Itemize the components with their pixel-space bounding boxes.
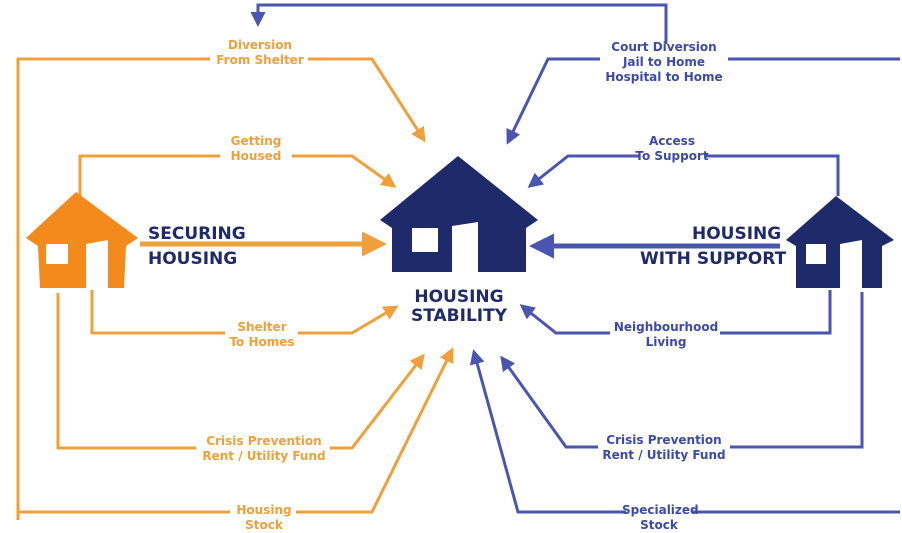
housing-with-support-heading-line1: HOUSING (692, 224, 782, 244)
connector-top-return (250, 3, 668, 44)
connector-neighbourhood-arrow (519, 304, 610, 335)
securing-housing-heading-line2: HOUSING (148, 249, 238, 269)
blue-connectors (250, 3, 900, 514)
securing-housing-house-icon (26, 192, 138, 288)
connector-getting-housed-arrow (292, 154, 397, 188)
label-crisis-prevention-left: Crisis Prevention Rent / Utility Fund (202, 434, 326, 463)
label-access-to-support: Access To Support (635, 134, 709, 163)
label-diversion-from-shelter: Diversion From Shelter (216, 38, 304, 67)
connector-access-arrow (527, 154, 640, 188)
label-shelter-to-homes: Shelter To Homes (229, 320, 295, 349)
connector-diversion-arrow (308, 57, 426, 143)
housing-with-support-house-icon (786, 196, 894, 288)
connector-shelter-to-homes-arrow (298, 305, 399, 335)
connector-getting-housed (78, 154, 220, 200)
housing-stability-title: HOUSING STABILITY (406, 288, 512, 326)
connector-specialized-arrow (469, 349, 626, 514)
connector-housing-stock-arrow (296, 347, 454, 514)
housing-stability-house-icon (380, 156, 538, 272)
label-getting-housed: Getting Housed (230, 134, 282, 163)
housing-with-support-heading-line2: WITH SUPPORT (640, 249, 787, 269)
connector-crisis-right-arrow (500, 355, 598, 449)
connector-court-arrow (506, 57, 600, 145)
label-court-diversion: Court Diversion Jail to Home Hospital to… (605, 40, 723, 84)
connector-diversion (16, 57, 210, 520)
title-line2: STABILITY (410, 306, 508, 326)
connector-housing-stock (16, 510, 230, 520)
label-crisis-prevention-right: Crisis Prevention Rent / Utility Fund (602, 433, 726, 462)
connector-crisis-right (730, 292, 864, 449)
securing-housing-heading-line1: SECURING (148, 224, 246, 244)
connector-crisis-left-arrow (330, 353, 425, 450)
label-specialized-stock: Specialized Stock (622, 503, 699, 532)
orange-connectors (16, 57, 454, 520)
connector-shelter-to-homes (90, 290, 225, 335)
label-neighbourhood-living: Neighbourhood Living (613, 320, 719, 349)
connector-neighbourhood (720, 290, 832, 335)
label-housing-stock: Housing Stock (236, 503, 292, 532)
connector-access (706, 154, 840, 196)
title-line1: HOUSING (414, 287, 504, 307)
connector-crisis-left (56, 293, 196, 450)
